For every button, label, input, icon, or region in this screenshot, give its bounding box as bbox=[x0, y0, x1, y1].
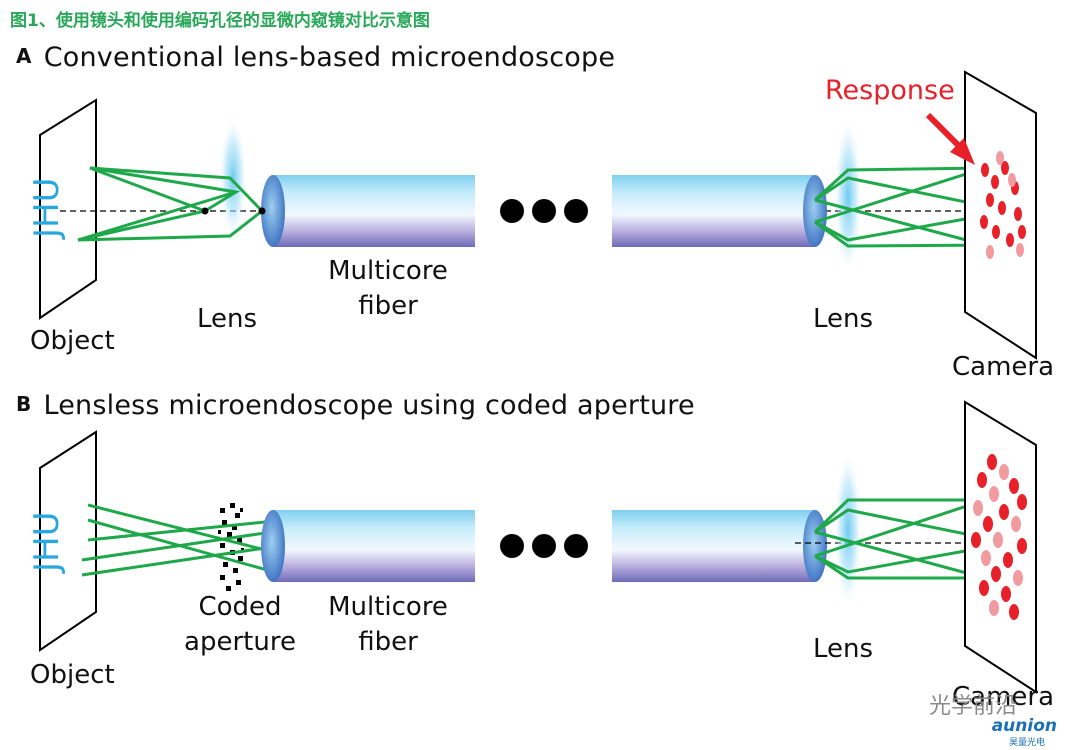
label-fiber-b-line2: fiber bbox=[358, 627, 418, 657]
label-fiber-a-line1: Multicore bbox=[328, 256, 448, 286]
focus-point bbox=[201, 207, 209, 215]
panel-a-letter: A bbox=[16, 44, 32, 68]
label-fiber-a-line2: fiber bbox=[358, 291, 418, 321]
label-aperture-line1: Coded bbox=[198, 592, 282, 622]
focus-point bbox=[258, 207, 266, 215]
panel-a-title-text: Conventional lens-based microendoscope bbox=[43, 42, 616, 73]
fiber-a-right bbox=[612, 175, 827, 247]
panel-a-title: A Conventional lens-based microendoscope bbox=[16, 42, 615, 73]
watermark-text: 光学前沿 bbox=[928, 694, 1017, 719]
response-arrow bbox=[925, 112, 975, 165]
label-fiber-a: Multicore fiber bbox=[318, 254, 458, 324]
rays-a-left bbox=[77, 166, 264, 242]
rays-b-left bbox=[81, 503, 286, 577]
label-response: Response bbox=[825, 75, 955, 106]
label-camera-a: Camera bbox=[952, 352, 1055, 382]
panel-b: JHU bbox=[27, 400, 1037, 694]
label-fiber-b-line1: Multicore bbox=[328, 592, 448, 622]
figure-title-cn: 图1、使用镜头和使用编码孔径的显微内窥镜对比示意图 bbox=[10, 11, 430, 31]
ellipsis-dot bbox=[532, 534, 556, 558]
coded-aperture bbox=[218, 503, 244, 591]
label-aperture: Coded aperture bbox=[175, 590, 305, 660]
ellipsis-dot bbox=[564, 534, 588, 558]
lens-right-a bbox=[835, 122, 861, 270]
panel-b-letter: B bbox=[16, 392, 32, 416]
response-spots-a bbox=[980, 151, 1026, 259]
ellipsis-dot bbox=[564, 199, 588, 223]
object-plate-a bbox=[39, 98, 97, 320]
panel-a: JHU bbox=[27, 70, 1037, 360]
ellipsis-dot bbox=[500, 199, 524, 223]
rays-a-right bbox=[813, 166, 1011, 248]
panel-b-title: B Lensless microendoscope using coded ape… bbox=[16, 390, 695, 421]
object-text-b: JHU bbox=[27, 512, 67, 574]
watermark-brand: aunion bbox=[991, 716, 1057, 736]
label-object-a: Object bbox=[30, 326, 115, 356]
response-spots-b bbox=[971, 454, 1027, 620]
object-text-a: JHU bbox=[27, 178, 67, 240]
label-lens-right-a: Lens bbox=[813, 304, 874, 334]
fiber-b-right bbox=[612, 510, 827, 582]
fiber-b-left bbox=[261, 510, 475, 582]
label-fiber-b: Multicore fiber bbox=[318, 590, 458, 660]
label-lens-left-a: Lens bbox=[197, 304, 258, 334]
object-plate-b bbox=[39, 430, 97, 652]
ellipsis-dot bbox=[532, 199, 556, 223]
panel-b-title-text: Lensless microendoscope using coded aper… bbox=[43, 390, 695, 421]
camera-plate-a bbox=[964, 70, 1037, 360]
ellipsis-dot bbox=[500, 534, 524, 558]
lens-left-a bbox=[220, 120, 246, 236]
rays-b-right bbox=[813, 498, 1011, 580]
label-aperture-line2: aperture bbox=[184, 627, 296, 657]
fiber-a-left bbox=[261, 175, 475, 247]
label-camera-b: Camera bbox=[952, 682, 1055, 712]
lens-right-b bbox=[835, 456, 861, 604]
watermark-brand-sub: 昊量光电 bbox=[1008, 738, 1045, 748]
label-object-b: Object bbox=[30, 660, 115, 690]
label-lens-right-b: Lens bbox=[813, 634, 874, 664]
